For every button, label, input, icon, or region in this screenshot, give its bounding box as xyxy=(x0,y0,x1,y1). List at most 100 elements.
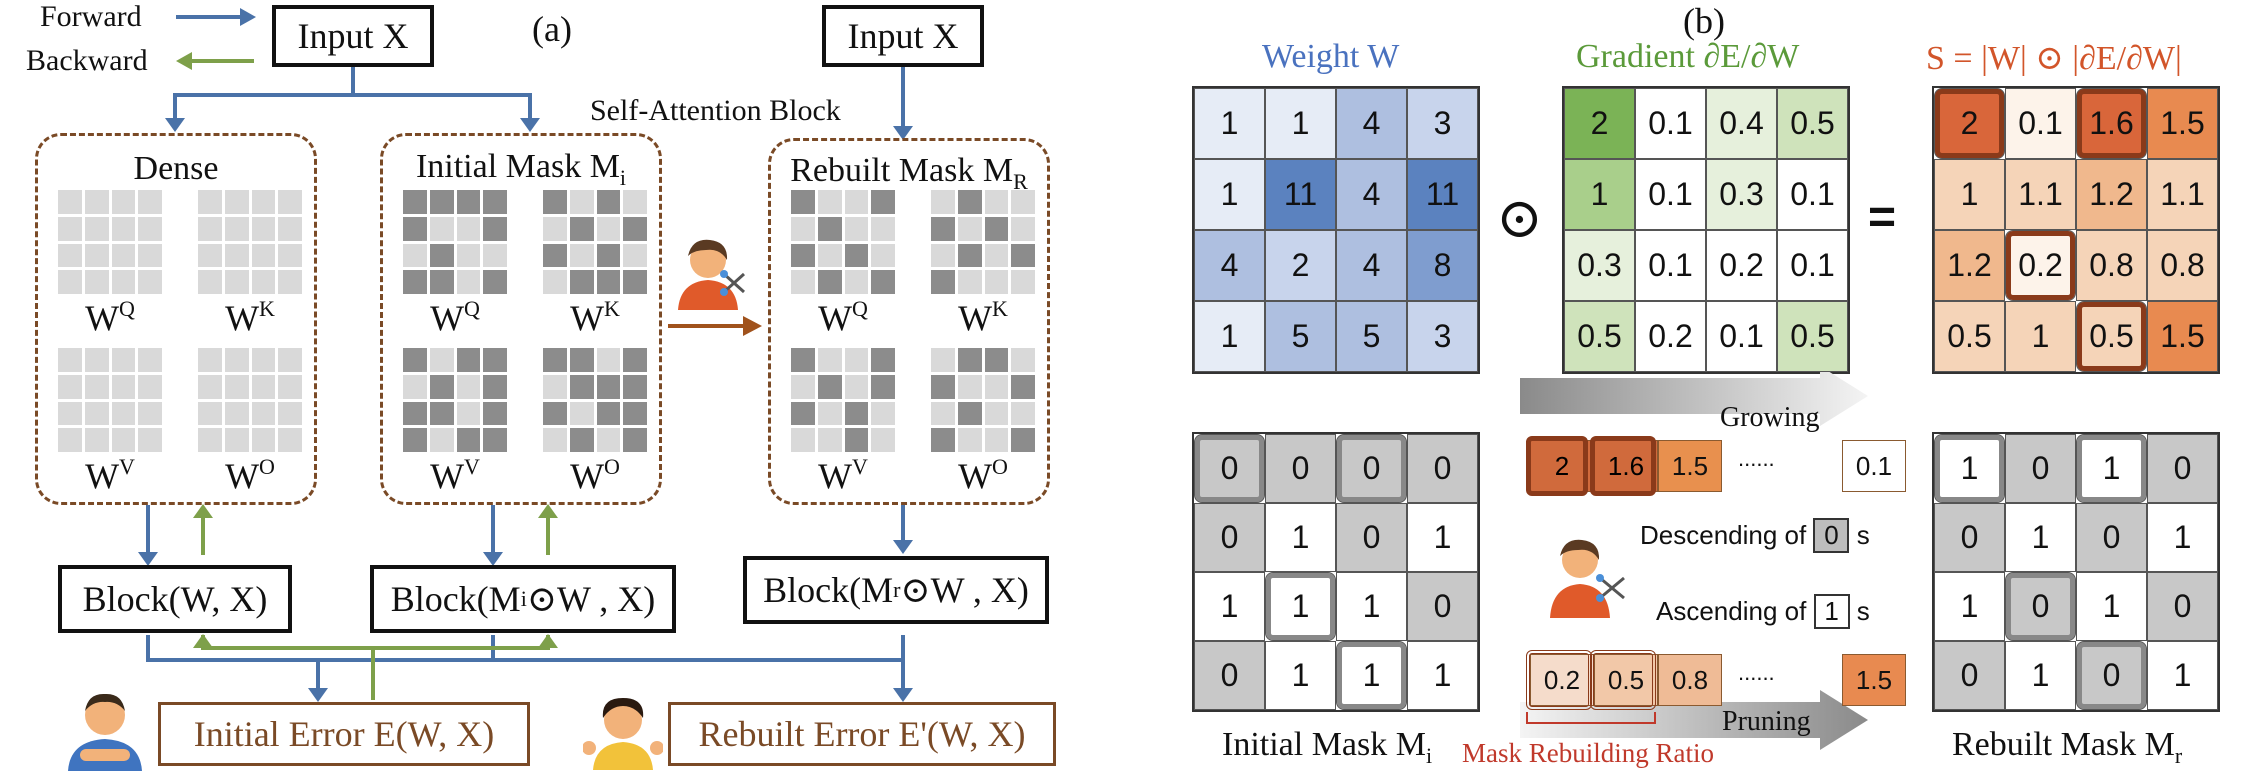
grid-cell xyxy=(58,190,82,214)
grid-cell xyxy=(84,243,109,268)
input-x-box: Input X xyxy=(272,5,434,67)
grid-cell xyxy=(931,270,955,294)
matrix-cell: 1 xyxy=(1934,159,2005,230)
grid-cell xyxy=(623,190,647,214)
self-attention-label: Self-Attention Block xyxy=(590,94,841,127)
grid-cell xyxy=(957,428,982,452)
pruning-chip: 0.8 xyxy=(1658,654,1722,706)
matrix-cell: 3 xyxy=(1407,301,1478,372)
matrix-cell: 5 xyxy=(1265,301,1336,372)
dense-container xyxy=(35,133,317,505)
matrix-cell: 0.1 xyxy=(1635,230,1706,301)
weight-label-o: WO xyxy=(225,454,275,496)
grid-cell xyxy=(483,374,507,399)
grid-cell xyxy=(623,428,647,452)
matrix-cell: 1 xyxy=(1934,572,2005,641)
grid-cell xyxy=(871,190,895,214)
grid-cell xyxy=(84,374,109,399)
grid-cell xyxy=(569,243,594,268)
grid-cell xyxy=(278,348,302,372)
grid-cell xyxy=(543,374,567,399)
grid-cell xyxy=(791,190,815,214)
matrix-cell: 1 xyxy=(1934,434,2005,503)
grid-cell xyxy=(138,270,162,294)
grid-cell xyxy=(224,374,249,399)
grid-cell xyxy=(58,243,82,268)
growing-chip: 1.5 xyxy=(1658,440,1722,492)
matrix-cell: 0.3 xyxy=(1706,159,1777,230)
matrix-cell: 0 xyxy=(1194,503,1265,572)
growing-chip-last: 0.1 xyxy=(1842,440,1906,492)
rebuilt-mask-container xyxy=(768,138,1050,505)
grid-cell xyxy=(403,216,427,241)
grid-cell xyxy=(58,348,82,372)
pruning-dots: ...... xyxy=(1738,660,1775,685)
matrix-cell: 0.5 xyxy=(1564,301,1635,372)
grid-cell xyxy=(429,190,454,214)
ascending-text: Ascending of 1 s xyxy=(1656,594,1870,629)
grid-cell xyxy=(791,401,815,426)
scissors-person-icon xyxy=(1550,539,1625,618)
grid-cell xyxy=(931,428,955,452)
matrix-cell: 0.2 xyxy=(1635,301,1706,372)
grid-cell xyxy=(456,401,481,426)
initial-error-box: Initial Error E(W, X) xyxy=(158,702,530,766)
grow-highlight xyxy=(1526,436,1588,496)
grid-cell xyxy=(817,243,842,268)
matrix-cell: 0.5 xyxy=(2076,301,2147,372)
grid-cell xyxy=(138,216,162,241)
grid-cell xyxy=(543,190,567,214)
weight-label-v: WV xyxy=(818,454,868,496)
matrix-cell: 0 xyxy=(2147,434,2218,503)
grid-cell xyxy=(456,216,481,241)
grid-cell xyxy=(403,401,427,426)
grid-cell xyxy=(791,243,815,268)
grid-cell xyxy=(817,190,842,214)
grid-cell xyxy=(84,428,109,452)
matrix-cell: 1 xyxy=(1265,572,1336,641)
weight-label-k: WK xyxy=(225,296,275,338)
pruning-chip: 0.5 xyxy=(1594,654,1658,706)
grid-cell xyxy=(984,216,1009,241)
grid-cell xyxy=(456,348,481,372)
grid-cell xyxy=(58,374,82,399)
matrix-cell: 0 xyxy=(1407,434,1478,503)
equals-symbol: = xyxy=(1868,191,1897,244)
matrix-cell: 0 xyxy=(1194,641,1265,710)
grid-cell xyxy=(138,401,162,426)
grid-cell xyxy=(198,243,222,268)
grid-cell xyxy=(456,190,481,214)
matrix-cell: 1 xyxy=(1336,641,1407,710)
matrix-cell: 1.2 xyxy=(2076,159,2147,230)
block-dense: Block(W, X) xyxy=(58,565,292,633)
matrix-cell: 0 xyxy=(2076,503,2147,572)
grid-cell xyxy=(84,401,109,426)
grid-cell xyxy=(278,243,302,268)
matrix-cell: 1.5 xyxy=(2147,88,2218,159)
matrix-cell: 3 xyxy=(1407,88,1478,159)
grid-cell xyxy=(84,348,109,372)
panel-b-label: (b) xyxy=(1683,1,1725,41)
grid-cell xyxy=(224,216,249,241)
weight-label-q: WQ xyxy=(818,296,868,338)
matrix-cell: 0.1 xyxy=(1635,88,1706,159)
grid-cell xyxy=(1011,348,1035,372)
grid-cell xyxy=(791,348,815,372)
grid-cell xyxy=(278,190,302,214)
grid-cell xyxy=(483,190,507,214)
grid-cell xyxy=(111,190,136,214)
grid-cell xyxy=(138,243,162,268)
grid-cell xyxy=(1011,216,1035,241)
grid-cell xyxy=(456,270,481,294)
grid-cell xyxy=(984,374,1009,399)
grid-cell xyxy=(429,216,454,241)
grid-cell xyxy=(871,216,895,241)
matrix-cell: 0.5 xyxy=(1777,301,1848,372)
grid-cell xyxy=(456,243,481,268)
matrix-cell: 0 xyxy=(1336,434,1407,503)
grid-cell xyxy=(596,348,621,372)
grid-cell xyxy=(111,243,136,268)
weight-grid-v xyxy=(403,348,507,452)
grid-cell xyxy=(84,190,109,214)
